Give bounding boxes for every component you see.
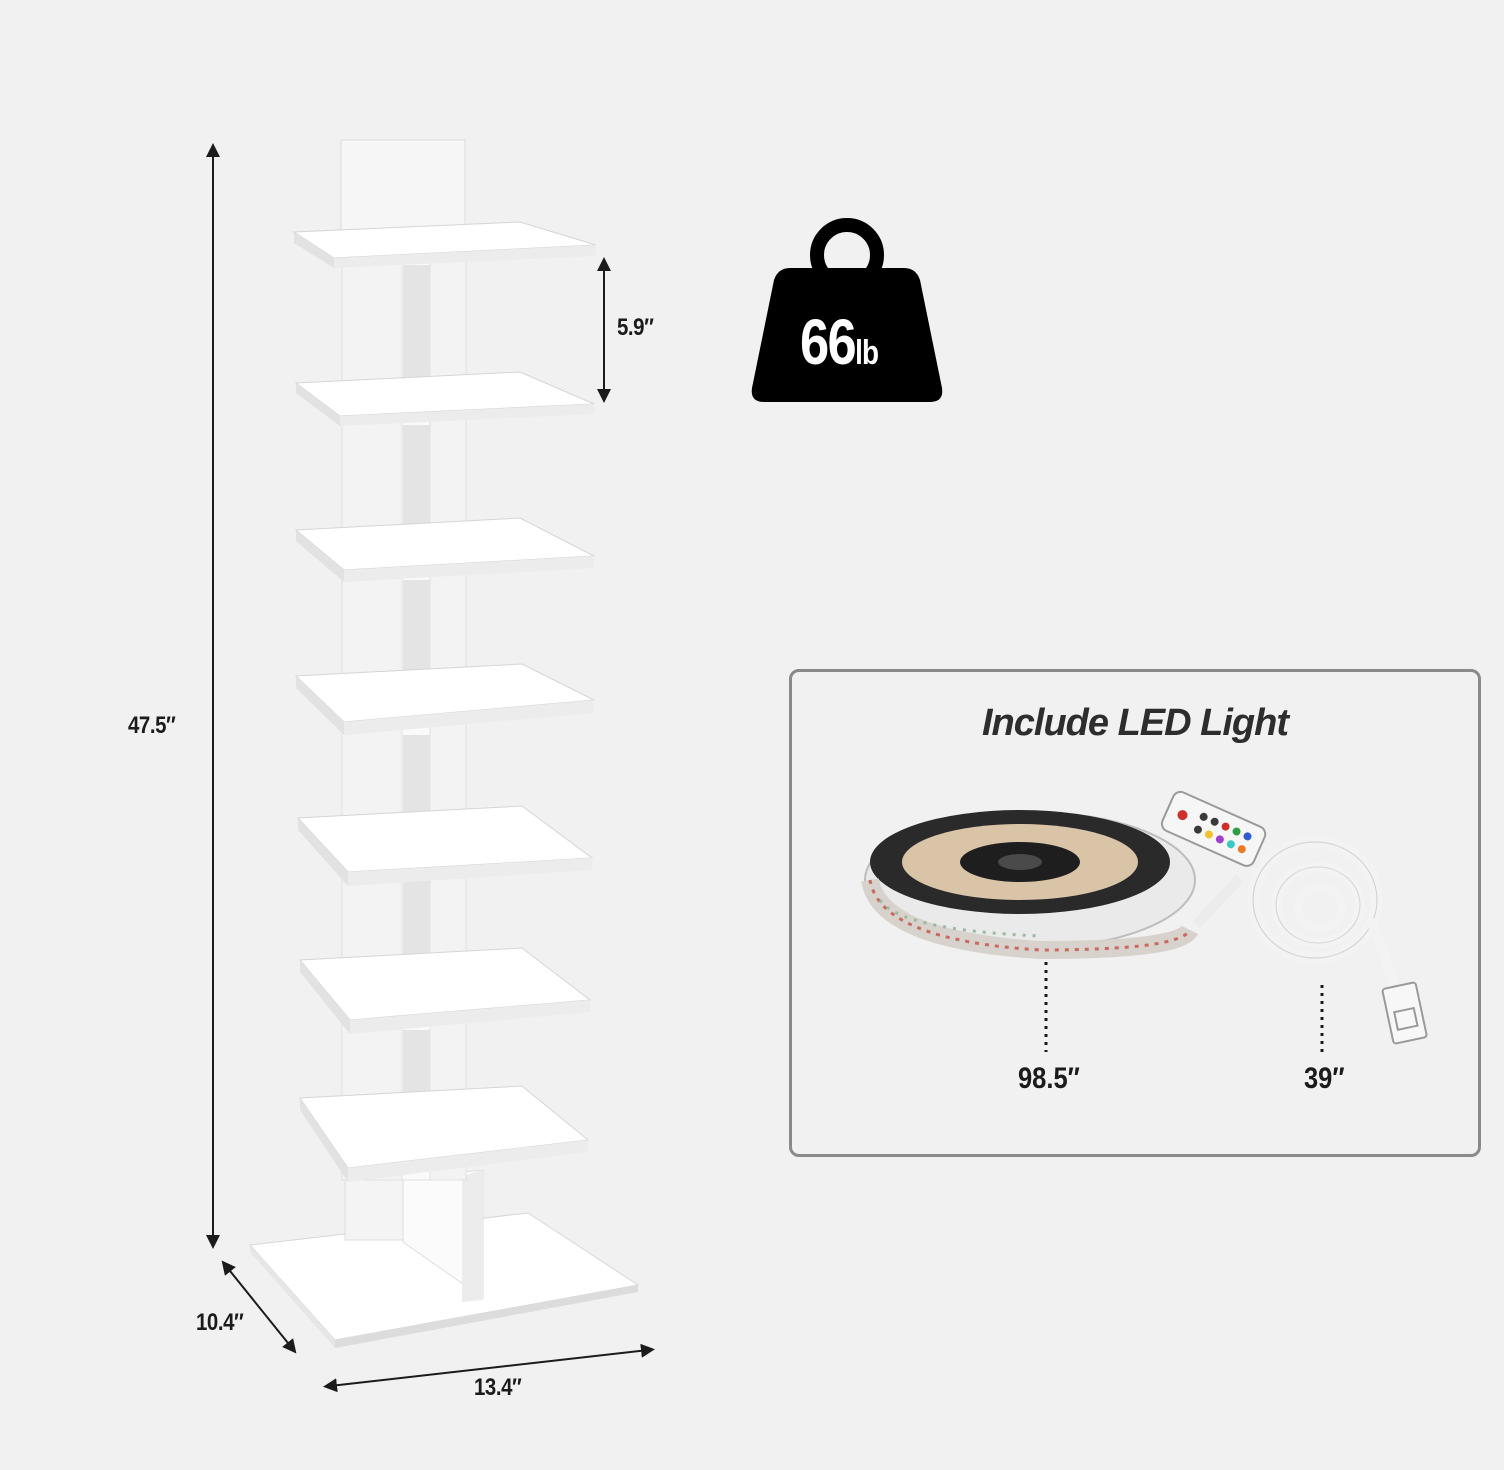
shelf-3 <box>294 517 596 582</box>
bookshelf-tower <box>248 139 640 1348</box>
led-strip-reel-icon <box>861 810 1199 960</box>
bookshelf-top-panel <box>340 139 466 233</box>
weight-capacity: 66lb <box>800 305 879 379</box>
height-label: 47.5″ <box>128 712 176 739</box>
remote-control-icon <box>1160 790 1267 867</box>
shelf-2 <box>294 371 595 426</box>
shelf-5 <box>296 805 594 886</box>
shelf-1 <box>292 221 597 268</box>
cable-length-label: 39″ <box>1304 1062 1345 1095</box>
weight-unit: lb <box>855 334 879 372</box>
usb-cable-icon <box>1192 836 1428 1045</box>
led-panel-title: Include LED Light <box>982 702 1289 744</box>
width-label: 13.4″ <box>474 1374 522 1401</box>
led-light-panel: Include LED Light <box>789 669 1481 1157</box>
depth-label: 10.4″ <box>196 1309 244 1336</box>
shelf-7 <box>299 1085 590 1182</box>
shelf-4 <box>294 663 596 735</box>
shelf-6 <box>298 947 592 1034</box>
weight-icon <box>751 218 943 402</box>
weight-value: 66 <box>800 306 857 378</box>
strip-length-label: 98.5″ <box>1018 1062 1080 1095</box>
shelf-gap-label: 5.9″ <box>617 314 654 341</box>
width-dimension-line <box>323 1343 655 1393</box>
depth-dimension-line <box>221 1260 297 1354</box>
